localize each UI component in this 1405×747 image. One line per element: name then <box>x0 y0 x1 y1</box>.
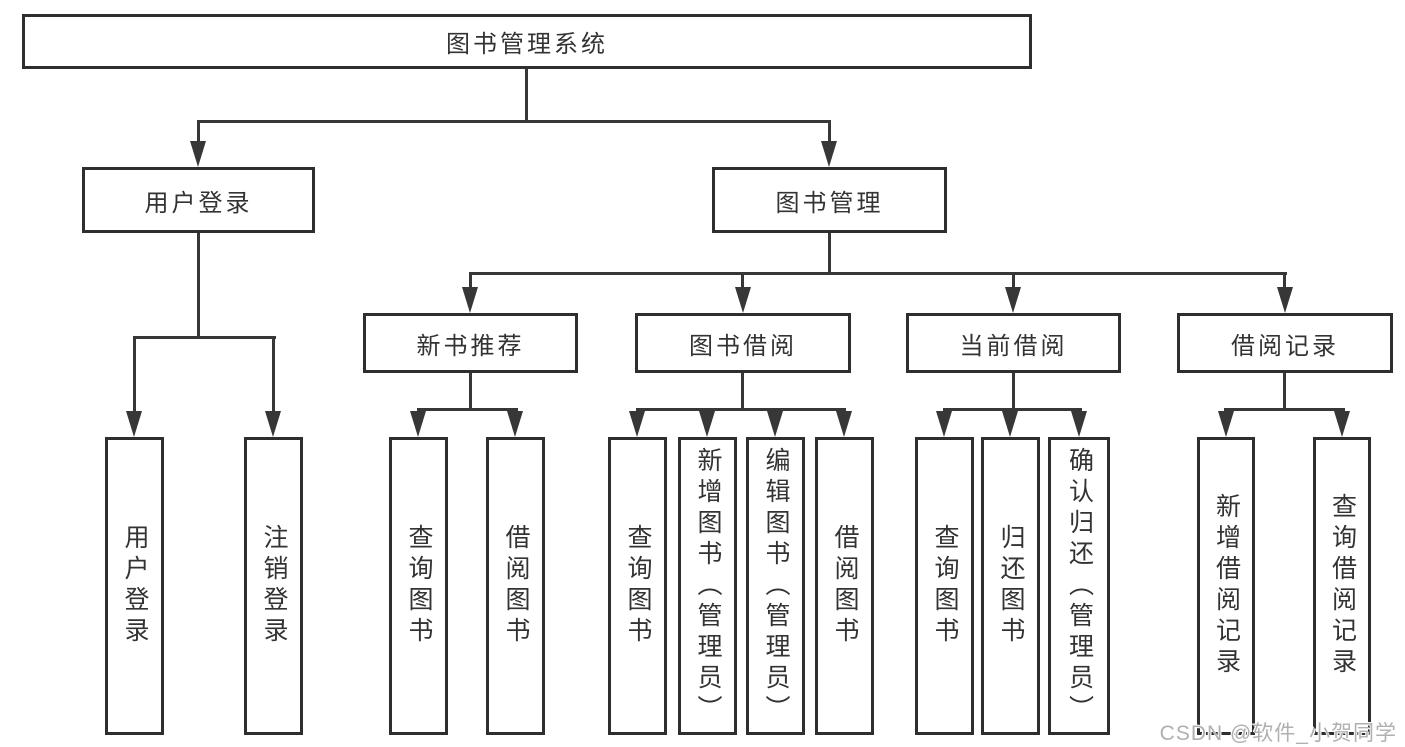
arrow-down-icon <box>1277 287 1293 313</box>
leaf-label: 新增借阅记录 <box>1212 493 1241 679</box>
leaf-add-borrow-record: 新增借阅记录 <box>1197 437 1255 735</box>
leaf-confirm-return-admin: 确认归还（管理员） <box>1048 437 1110 735</box>
arrow-down-icon <box>735 287 751 313</box>
arrow-down-icon <box>1218 411 1234 437</box>
connector-line <box>133 336 136 413</box>
arrow-down-icon <box>410 411 426 437</box>
arrow-down-icon <box>699 411 715 437</box>
connector-line <box>525 69 528 122</box>
node-book-borrow: 图书借阅 <box>635 313 851 373</box>
connector-line <box>828 120 831 143</box>
arrow-down-icon <box>629 411 645 437</box>
leaf-user-login: 用户登录 <box>105 437 164 735</box>
node-book-management: 图书管理 <box>712 167 947 233</box>
arrow-down-icon <box>1334 411 1350 437</box>
connector-line <box>943 408 1082 411</box>
arrow-down-icon <box>265 411 281 437</box>
connector-line <box>1283 373 1286 411</box>
arrow-down-icon <box>767 411 783 437</box>
connector-line <box>197 233 200 338</box>
connector-line <box>1224 408 1345 411</box>
leaf-query-borrow-record: 查询借阅记录 <box>1313 437 1371 735</box>
arrow-down-icon <box>1002 411 1018 437</box>
connector-line <box>1012 272 1015 289</box>
node-user-login: 用户登录 <box>82 167 315 233</box>
node-new-book-recommend: 新书推荐 <box>363 313 578 373</box>
connector-line <box>272 336 275 413</box>
leaf-return-books: 归还图书 <box>981 437 1040 735</box>
connector-line <box>133 336 276 339</box>
leaf-label: 借阅图书 <box>502 524 530 648</box>
connector-line <box>197 120 831 123</box>
leaf-label: 注销登录 <box>260 524 288 648</box>
connector-line <box>469 272 472 289</box>
leaf-recommend-borrow-books: 借阅图书 <box>486 437 545 735</box>
leaf-logout: 注销登录 <box>244 437 303 735</box>
leaf-recommend-query-books: 查询图书 <box>389 437 448 735</box>
leaf-borrow-books: 借阅图书 <box>815 437 874 735</box>
connector-line <box>1012 373 1015 411</box>
connector-line <box>469 373 472 411</box>
arrow-down-icon <box>1005 287 1021 313</box>
arrow-down-icon <box>936 411 952 437</box>
leaf-label: 查询图书 <box>405 524 433 648</box>
node-borrow-records: 借阅记录 <box>1177 313 1393 373</box>
arrow-down-icon <box>836 411 852 437</box>
leaf-label: 查询图书 <box>931 524 959 648</box>
connector-line <box>417 408 518 411</box>
connector-line <box>197 120 200 143</box>
leaf-label: 用户登录 <box>121 524 149 648</box>
leaf-label: 归还图书 <box>997 524 1025 648</box>
connector-line <box>741 373 744 411</box>
arrow-down-icon <box>1071 411 1087 437</box>
arrow-down-icon <box>507 411 523 437</box>
leaf-label: 确认归还（管理员） <box>1065 446 1094 726</box>
connector-line <box>469 272 1287 275</box>
leaf-add-books-admin: 新增图书（管理员） <box>678 437 737 735</box>
connector-line <box>1283 272 1286 289</box>
arrow-down-icon <box>190 141 206 167</box>
leaf-label: 借阅图书 <box>831 524 859 648</box>
leaf-current-query-books: 查询图书 <box>915 437 974 735</box>
arrow-down-icon <box>126 411 142 437</box>
watermark: CSDN @软件_小贺同学 <box>1159 722 1397 745</box>
arrow-down-icon <box>462 287 478 313</box>
node-current-borrow: 当前借阅 <box>906 313 1121 373</box>
connector-line <box>741 272 744 289</box>
leaf-edit-books-admin: 编辑图书（管理员） <box>746 437 805 735</box>
arrow-down-icon <box>821 141 837 167</box>
node-root-system: 图书管理系统 <box>22 14 1032 69</box>
connector-line <box>636 408 846 411</box>
leaf-label: 编辑图书（管理员） <box>762 446 790 726</box>
leaf-label: 查询图书 <box>624 524 652 648</box>
leaf-borrow-query-books: 查询图书 <box>608 437 667 735</box>
connector-line <box>828 233 831 274</box>
leaf-label: 查询借阅记录 <box>1328 493 1357 679</box>
leaf-label: 新增图书（管理员） <box>694 446 722 726</box>
